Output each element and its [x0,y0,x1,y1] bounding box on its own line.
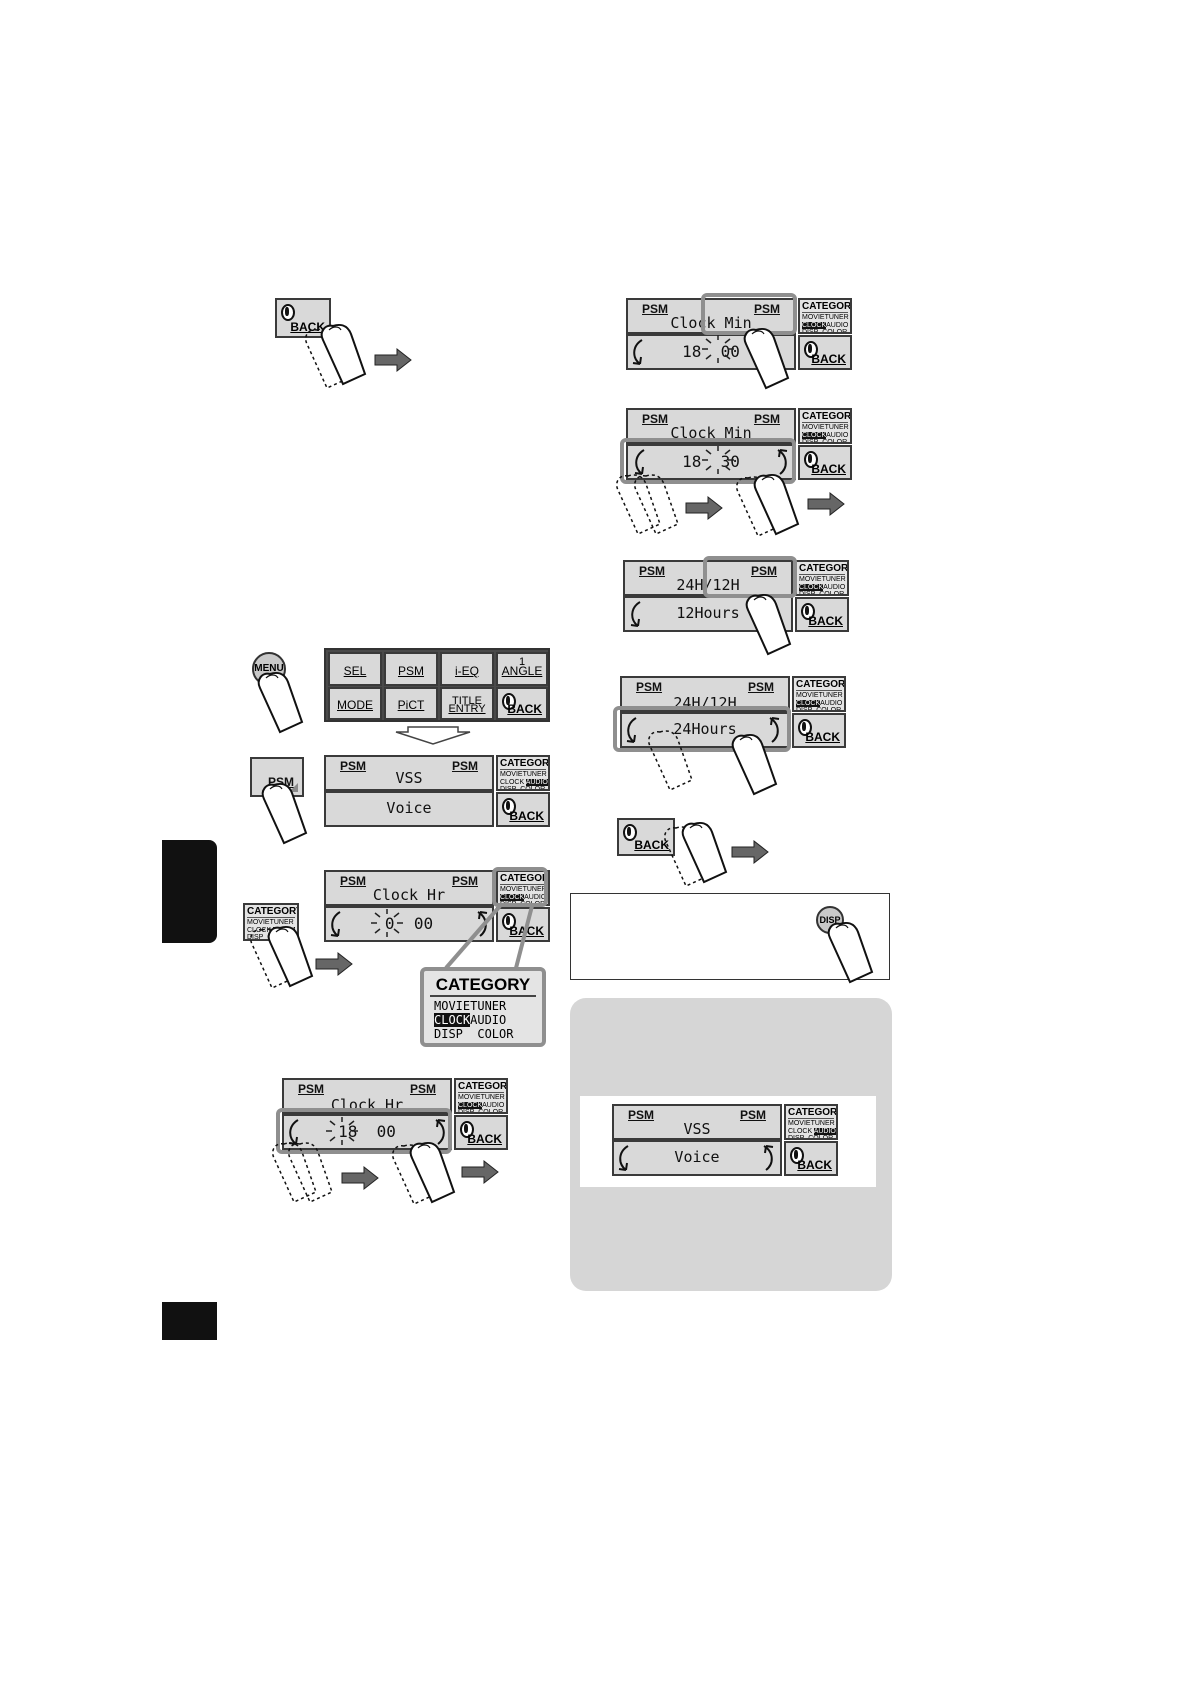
angle-button[interactable]: 1 ANGLE [496,652,548,686]
psm-menu-button[interactable]: PSM [384,652,438,686]
highlight-frame [492,867,548,907]
section-tab [162,840,217,943]
title-entry-button[interactable]: TITLE ENTRY [440,687,494,720]
finger-press-icon [681,821,727,883]
ieq-button[interactable]: i-EQ [440,652,494,686]
screen-clock-hr-18: PSM PSM Clock Hr 18 00 CATEGORY MOVIETUN… [282,1078,508,1150]
sel-button[interactable]: SEL [328,652,382,686]
right-arrow-icon [461,1160,499,1184]
right-arrow-icon [731,840,769,864]
category-button[interactable]: CATEGORY MOVIETUNER CLOCK AUDIO DISP COL… [243,903,299,941]
highlight-frame [701,293,797,335]
menu-button[interactable]: MENU [252,652,286,686]
knob-icon [281,304,295,321]
menu-back-button[interactable]: BACK [496,687,548,720]
back-button[interactable]: BACK [275,298,331,338]
right-arrow-icon [685,496,723,520]
disp-button[interactable]: DISP [816,906,844,934]
back-button[interactable]: BACK [617,818,675,856]
mode-button[interactable]: MODE [328,687,382,720]
right-arrow-icon [315,952,353,976]
highlight-frame [276,1108,452,1154]
right-arrow-icon [374,348,412,372]
finger-press-icon [735,476,781,537]
page-number-box [162,1302,217,1340]
menu-grid: SEL PSM i-EQ 1 ANGLE MODE PiCT TITLE ENT… [324,648,550,722]
pict-button[interactable]: PiCT [384,687,438,720]
psm-button[interactable]: PSM [250,757,304,797]
disp-note-box [570,893,890,980]
highlight-frame [613,706,791,752]
category-zoom: CATEGORY MOVIETUNER CLOCKAUDIO DISP COLO… [420,967,546,1047]
highlight-frame [620,438,796,484]
screen-vss: PSM PSM VSS Voice CATEGORY MOVIETUNER CL… [324,755,550,827]
right-arrow-icon [341,1166,379,1190]
screen-note-vss: PSM PSM VSS Voice CATEGORY MOVIETUNER CL… [612,1104,838,1176]
highlight-frame [703,556,797,598]
right-arrow-icon [807,492,845,516]
